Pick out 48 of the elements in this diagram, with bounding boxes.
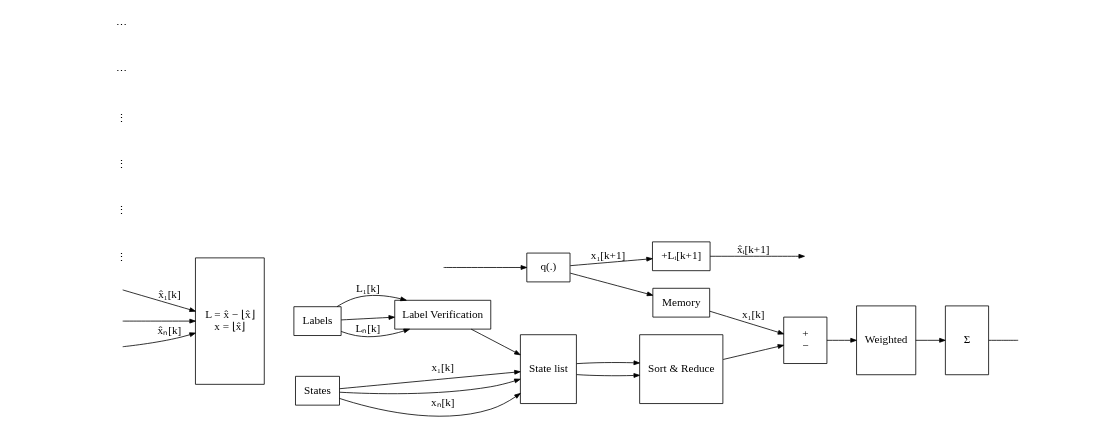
arrow	[122, 332, 196, 348]
node-box: Label Verification	[394, 299, 492, 330]
node-box: q(.)	[526, 252, 571, 283]
arrow	[722, 344, 784, 360]
node-box: State list	[520, 334, 577, 404]
node-box: + −	[783, 316, 828, 364]
edge-label: L₁[k]	[356, 282, 380, 295]
label: ⋯	[116, 65, 128, 78]
arrow	[340, 315, 395, 321]
edge-label: xₙ[k]	[430, 396, 455, 409]
node-box: Sort & Reduce	[639, 334, 724, 404]
arrow	[709, 253, 805, 259]
arrow	[576, 360, 640, 366]
arrow	[915, 337, 946, 343]
arrow	[122, 289, 196, 312]
edge-label: x̂ₙ[k]	[157, 324, 182, 337]
arrow	[569, 272, 654, 297]
arrow	[709, 310, 785, 335]
arrow	[576, 373, 640, 378]
edge-label: x₁[k]	[431, 360, 455, 373]
label: ⋮	[116, 158, 128, 170]
label: ⋮	[116, 204, 128, 217]
label: ⋮	[116, 250, 128, 263]
edge-label: x₁[k]	[742, 308, 765, 321]
edge-label: x̂ᵢ[k+1]	[737, 243, 770, 256]
arrow	[443, 265, 528, 270]
node-box: Weighted	[856, 305, 917, 376]
node-box: Memory	[652, 287, 711, 318]
arrow	[336, 295, 407, 307]
arrow	[340, 328, 410, 338]
node-box: States	[295, 375, 340, 406]
node-box: +Lᵢ[k+1]	[652, 241, 711, 272]
label: ⋯	[116, 18, 128, 31]
node-box: Labels	[293, 306, 342, 336]
edge-label: Lₙ[k]	[355, 322, 381, 335]
arrow	[470, 328, 521, 356]
edge-label: x₁[k+1]	[590, 248, 626, 261]
node-box: Σ	[945, 305, 989, 376]
arrow	[339, 378, 521, 395]
label: ⋮	[116, 111, 128, 124]
arrow	[122, 318, 196, 324]
arrow	[826, 337, 857, 343]
arrow	[339, 393, 521, 417]
edge-label: x̂₁[k]	[158, 288, 181, 301]
arrow	[339, 369, 521, 390]
arrow	[569, 256, 653, 267]
connector	[988, 339, 1019, 341]
node-box: L = x̂ − ⌊x̂⌋ x = ⌊x̂⌋	[195, 257, 265, 385]
